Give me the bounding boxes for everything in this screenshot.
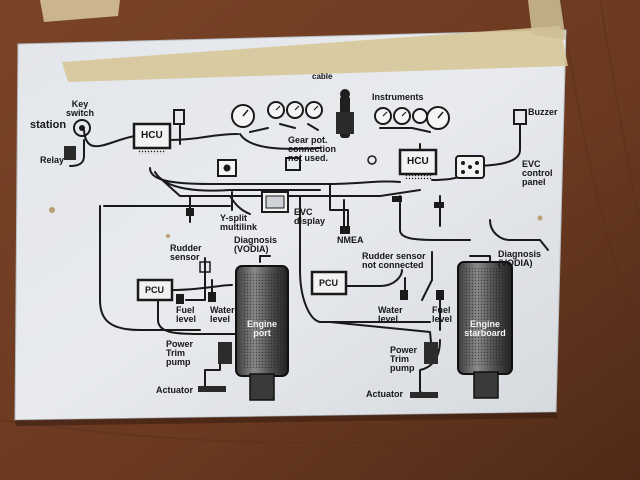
rudder-sensor-port-label: Rudder sensor <box>170 243 202 262</box>
nmea-label: NMEA <box>337 235 364 245</box>
buzzer-label: Buzzer <box>528 107 558 117</box>
diagnosis-port-label: Diagnosis (VODIA) <box>234 235 278 254</box>
gauge-icon <box>412 108 428 124</box>
paper-stain <box>166 234 170 238</box>
hcu-right-label: HCU <box>407 156 429 167</box>
power-trim-stbd-label: Power Trim pump <box>390 345 418 373</box>
gauge-icon <box>393 107 411 125</box>
rudder-sensor-icon <box>199 261 211 273</box>
engine-port-label: Engine port <box>246 319 277 338</box>
key-switch-icon <box>73 119 91 137</box>
power-trim-pump-stbd-icon <box>424 342 438 364</box>
buzzer-icon <box>513 109 527 125</box>
fuel-level-stbd-label: Fuel level <box>432 305 453 324</box>
hcu-right-unit <box>398 148 438 176</box>
hcu-left-label: HCU <box>141 130 163 141</box>
gauge-icon <box>267 101 285 119</box>
pcu-stbd-label: PCU <box>319 278 339 288</box>
fuel-level-sensor-icon <box>176 294 184 304</box>
gauge-icon <box>305 101 323 119</box>
tape-top <box>62 26 568 82</box>
actuator-stbd-icon <box>410 392 438 398</box>
junction-icon <box>285 157 301 171</box>
power-trim-port-label: Power Trim pump <box>166 339 194 367</box>
pcu-port-label: PCU <box>145 285 165 295</box>
paper-shadow <box>15 412 558 426</box>
relay-label: Relay <box>40 155 65 165</box>
tape-right <box>528 0 566 40</box>
rudder-sensor-stbd-label: Rudder sensor not connected <box>362 251 426 270</box>
pcu-port-unit <box>136 278 174 302</box>
gear-pot-label: Gear pot. connection not used. <box>288 135 337 163</box>
water-level-port-label: Water level <box>210 305 235 324</box>
connector-icon <box>367 155 377 165</box>
actuator-port-label: Actuator <box>156 385 194 395</box>
gauge-icon <box>286 101 304 119</box>
header-partial-label: cable <box>312 72 333 81</box>
gauge-icon <box>231 104 255 128</box>
water-level-sensor-stbd-icon <box>400 290 408 300</box>
diagnosis-stbd-label: Diagnosis (VODIA) <box>498 249 542 268</box>
hcu-left-unit <box>132 122 172 150</box>
evc-display-icon <box>261 191 289 213</box>
paper-stain <box>537 215 543 221</box>
engine-stbd-label: Engine starboard <box>464 319 506 338</box>
wood-grain <box>0 0 640 443</box>
key-switch-label: Key switch <box>66 99 95 118</box>
switch-icon <box>173 109 185 125</box>
evc-control-panel-label: EVC control panel <box>522 159 553 187</box>
water-level-sensor-icon <box>208 292 216 302</box>
engine-port-graphic <box>235 265 289 401</box>
throttle-lever-icon <box>336 89 354 138</box>
evc-control-panel-icon <box>455 155 485 179</box>
y-split-label: Y-split multilink <box>220 213 258 232</box>
actuator-stbd-label: Actuator <box>366 389 404 399</box>
fuel-level-port-label: Fuel level <box>176 305 197 324</box>
water-level-stbd-label: Water level <box>378 305 403 324</box>
paper-stain <box>49 207 55 213</box>
nmea-connector <box>340 226 350 234</box>
gauge-icon <box>426 106 450 130</box>
wiring-harness <box>69 123 549 397</box>
engine-starboard-graphic <box>457 261 513 399</box>
instruments-label: Instruments <box>372 92 424 102</box>
station-label: station <box>30 119 67 131</box>
fuel-level-sensor-stbd-icon <box>436 290 444 300</box>
tape-corner <box>40 0 120 22</box>
y-split-icon <box>186 208 194 216</box>
evc-display-label: EVC display <box>294 207 326 226</box>
gauge-icon <box>374 107 392 125</box>
relay-icon <box>64 146 76 160</box>
pcu-starboard-unit <box>310 270 348 296</box>
actuator-port-icon <box>198 386 226 392</box>
power-trim-pump-port-icon <box>218 342 232 364</box>
